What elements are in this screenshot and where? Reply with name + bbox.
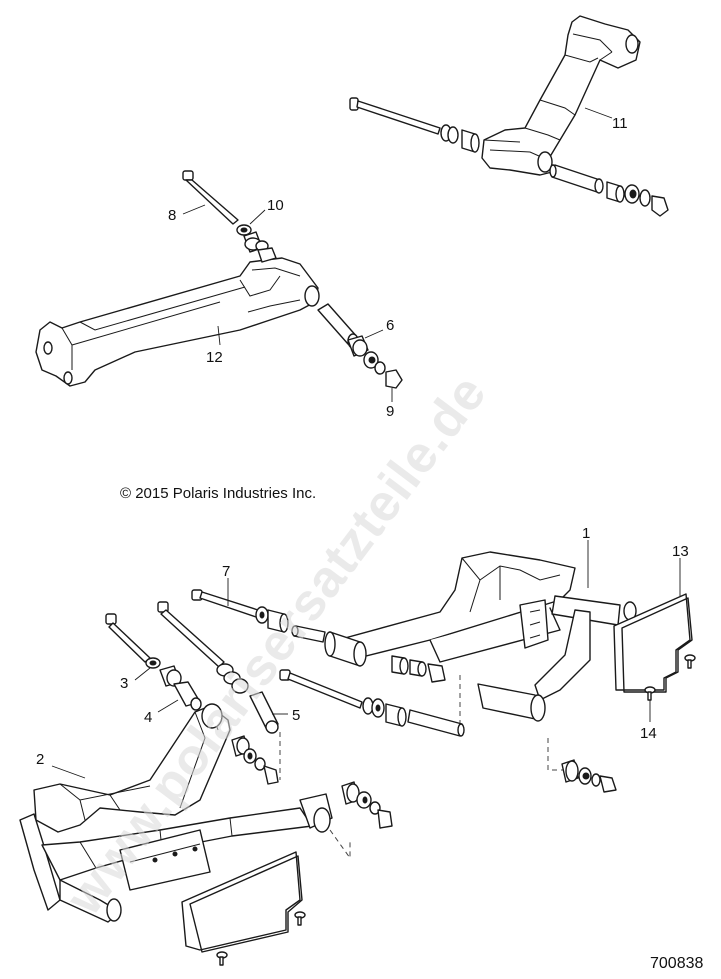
bushing-lower-left	[341, 781, 393, 829]
bushing-lower-right	[561, 759, 617, 793]
bolt-7	[191, 589, 289, 633]
bushing-6	[347, 335, 369, 357]
part-2-frame	[19, 703, 333, 923]
callout-10: 10	[267, 197, 284, 214]
bolt-3	[105, 613, 161, 669]
callout-5: 5	[292, 707, 300, 724]
callout-9: 9	[386, 403, 394, 420]
washer-upper-right-1	[440, 124, 459, 144]
callout-1: 1	[582, 525, 590, 542]
bolt-upper-right	[349, 97, 441, 135]
screw-plate-lower-1	[294, 911, 306, 926]
screw-plate-right-upper	[684, 654, 696, 669]
callout-11: 11	[612, 115, 628, 132]
sleeve-frame	[291, 625, 326, 643]
nut-9	[385, 369, 403, 389]
nut-upper-right	[651, 195, 669, 217]
washer-upper-right-2	[624, 184, 651, 207]
part-12-trailing-arm	[35, 257, 320, 387]
callout-14: 14	[640, 725, 657, 742]
bolt-long-center	[157, 601, 249, 694]
part-1-frame	[341, 551, 637, 722]
callout-6: 6	[386, 317, 394, 334]
washer-mid-right	[363, 351, 386, 375]
bushing-upper-right-1	[461, 129, 480, 153]
sleeve-5	[249, 691, 279, 734]
bushing-mid-1	[243, 231, 277, 263]
bushing-upper-right-2	[606, 181, 625, 203]
bushing-frame-right	[391, 655, 446, 683]
screw-14	[644, 686, 656, 701]
callout-12: 12	[206, 349, 223, 366]
bushing-frame-left	[324, 631, 367, 667]
callout-3: 3	[120, 675, 128, 692]
bushing-4	[159, 665, 202, 711]
sleeve-upper-right	[549, 164, 604, 194]
plate-lower-left	[181, 851, 303, 953]
callout-7: 7	[222, 563, 230, 580]
screw-plate-lower-2	[216, 951, 228, 966]
callout-13: 13	[672, 543, 689, 560]
figure-number: 700838	[650, 955, 703, 972]
callout-2: 2	[36, 751, 44, 768]
bolt-8	[182, 170, 239, 225]
part-13-plate	[613, 593, 693, 693]
part-11-trailing-arm	[481, 15, 641, 176]
copyright-notice: © 2015 Polaris Industries Inc.	[120, 485, 316, 502]
bushing-left-stack	[231, 735, 279, 785]
callout-8: 8	[168, 207, 176, 224]
bolt-lower-center	[279, 669, 465, 737]
washer-10	[236, 224, 252, 236]
callout-4: 4	[144, 709, 152, 726]
